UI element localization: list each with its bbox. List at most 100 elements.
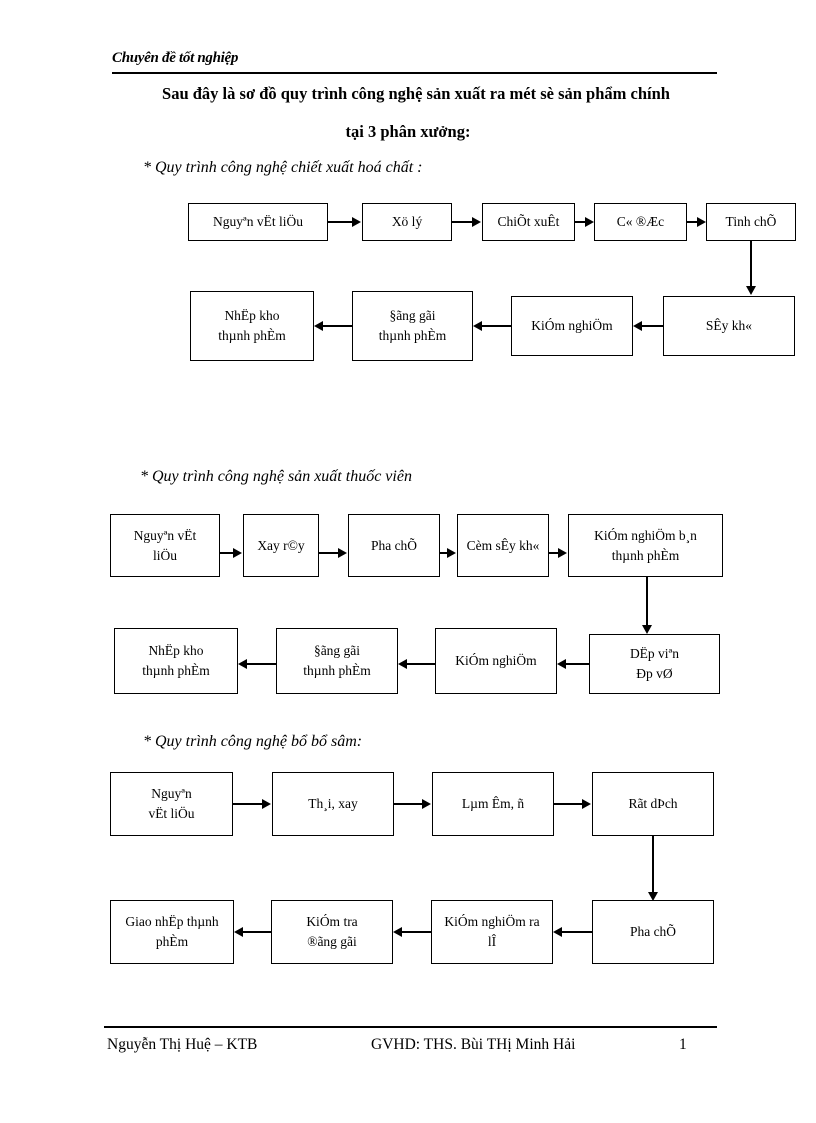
flow-node: Nguyªn vËt liÖu <box>110 514 220 577</box>
connector-line <box>652 836 654 894</box>
connector-line <box>452 221 473 223</box>
node-label-line-2: thµnh phÈm <box>303 663 371 678</box>
arrow-left-icon <box>234 927 243 937</box>
node-label: KiÓm nghiÖm <box>531 318 613 334</box>
node-label: ChiÕt xuÊt <box>497 214 560 230</box>
flow-node: KiÓm nghiÖm <box>511 296 633 356</box>
arrow-left-icon <box>553 927 562 937</box>
connector-line <box>646 577 648 627</box>
flow-node: Lµm Êm, ñ <box>432 772 554 836</box>
node-label-line-2: lÎ <box>487 934 497 949</box>
connector-line <box>566 663 589 665</box>
connector-line <box>323 325 352 327</box>
connector-line <box>549 552 559 554</box>
arrow-left-icon <box>238 659 247 669</box>
arrow-right-icon <box>447 548 456 558</box>
flow-node: §ãng gãi thµnh phÈm <box>276 628 398 694</box>
node-label-line-2: thµnh phÈm <box>218 328 286 343</box>
arrow-down-icon <box>746 286 756 295</box>
connector-line <box>562 931 592 933</box>
flow-node: KiÓm nghiÖm ra lÎ <box>431 900 553 964</box>
page-title-line-2: tại 3 phân xưởng: <box>345 122 471 141</box>
node-label: Nguyªn vËt liÖu <box>213 214 303 230</box>
node-label-line-1: KiÓm nghiÖm b¸n <box>594 527 697 543</box>
footer-rule <box>104 1026 717 1028</box>
flow-node: Xö lý <box>362 203 452 241</box>
node-label: Lµm Êm, ñ <box>461 796 525 812</box>
node-label: Cèm sÊy kh« <box>466 537 540 553</box>
node-label-line-2: thµnh phÈm <box>378 328 447 343</box>
arrow-left-icon <box>633 321 642 331</box>
running-header: Chuyên đề tốt nghiệp <box>112 50 239 66</box>
connector-line <box>394 803 423 805</box>
node-label-line-1: KiÓm tra <box>306 914 358 930</box>
header-rule <box>112 72 717 74</box>
arrow-down-icon <box>648 892 658 901</box>
connector-line <box>750 241 752 288</box>
section-heading-3: * Quy trình công nghệ bổ bổ sâm: <box>143 733 363 750</box>
arrow-right-icon <box>558 548 567 558</box>
node-label: KiÓm nghiÖm <box>455 653 537 669</box>
arrow-right-icon <box>262 799 271 809</box>
node-label-line-1: NhËp kho <box>148 643 204 659</box>
flow-node: NhËp kho thµnh phÈm <box>190 291 314 361</box>
arrow-right-icon <box>697 217 706 227</box>
flow-node: Xay r©y <box>243 514 319 577</box>
connector-line <box>243 931 271 933</box>
flow-node: §ãng gãi thµnh phÈm <box>352 291 473 361</box>
node-label: Rãt dÞch <box>628 796 678 812</box>
arrow-right-icon <box>338 548 347 558</box>
arrow-left-icon <box>398 659 407 669</box>
arrow-left-icon <box>473 321 482 331</box>
node-label: Pha chÕ <box>629 924 677 940</box>
node-label-line-1: Nguyªn vËt <box>133 527 197 543</box>
arrow-down-icon <box>642 625 652 634</box>
connector-line <box>440 552 448 554</box>
page-title-line-1: Sau đây là sơ đồ quy trình công nghệ sản… <box>162 84 670 103</box>
connector-line <box>328 221 353 223</box>
flow-node: Tinh chÕ <box>706 203 796 241</box>
connector-line <box>575 221 586 223</box>
node-label-line-1: Nguyªn <box>151 786 192 802</box>
connector-line <box>220 552 234 554</box>
node-label: Th¸i, xay <box>308 796 358 812</box>
flow-node: Nguyªn vËt liÖu <box>188 203 328 241</box>
arrow-right-icon <box>582 799 591 809</box>
flow-node: NhËp kho thµnh phÈm <box>114 628 238 694</box>
connector-line <box>319 552 339 554</box>
connector-line <box>407 663 435 665</box>
flow-node: Th¸i, xay <box>272 772 394 836</box>
section-heading-2: * Quy trình công nghệ sản xuất thuốc viê… <box>140 468 412 485</box>
node-label-line-1: §ãng gãi <box>313 643 361 659</box>
flow-node: Nguyªn vËt liÖu <box>110 772 233 836</box>
flow-node: Rãt dÞch <box>592 772 714 836</box>
node-label-line-1: DËp viªn <box>629 646 680 662</box>
node-label: Xay r©y <box>257 537 305 553</box>
node-label: SÊy kh« <box>705 318 753 334</box>
flow-node: C« ®Æc <box>594 203 687 241</box>
node-label-line-2: thµnh phÈm <box>611 547 680 563</box>
flow-node: KiÓm nghiÖm <box>435 628 557 694</box>
arrow-right-icon <box>352 217 361 227</box>
arrow-left-icon <box>314 321 323 331</box>
node-label-line-1: §ãng gãi <box>389 308 436 324</box>
footer-advisor: GVHD: THS. Bùi THị Minh Hải <box>371 1036 576 1053</box>
arrow-left-icon <box>393 927 402 937</box>
flow-node: KiÓm nghiÖm b¸n thµnh phÈm <box>568 514 723 577</box>
arrow-right-icon <box>585 217 594 227</box>
connector-line <box>482 325 511 327</box>
connector-line <box>554 803 583 805</box>
flow-node: KiÓm tra ®ãng gãi <box>271 900 393 964</box>
node-label-line-2: Ðp vØ <box>636 666 673 681</box>
flow-node: Giao nhËp thµnh phÈm <box>110 900 234 964</box>
flow-node: DËp viªn Ðp vØ <box>589 634 720 694</box>
arrow-right-icon <box>472 217 481 227</box>
node-label-line-2: ®ãng gãi <box>307 934 357 949</box>
node-label: Xö lý <box>391 214 423 230</box>
connector-line <box>642 325 663 327</box>
arrow-left-icon <box>557 659 566 669</box>
node-label-line-2: vËt liÖu <box>148 806 195 821</box>
node-label-line-2: phÈm <box>155 934 189 949</box>
connector-line <box>247 663 276 665</box>
